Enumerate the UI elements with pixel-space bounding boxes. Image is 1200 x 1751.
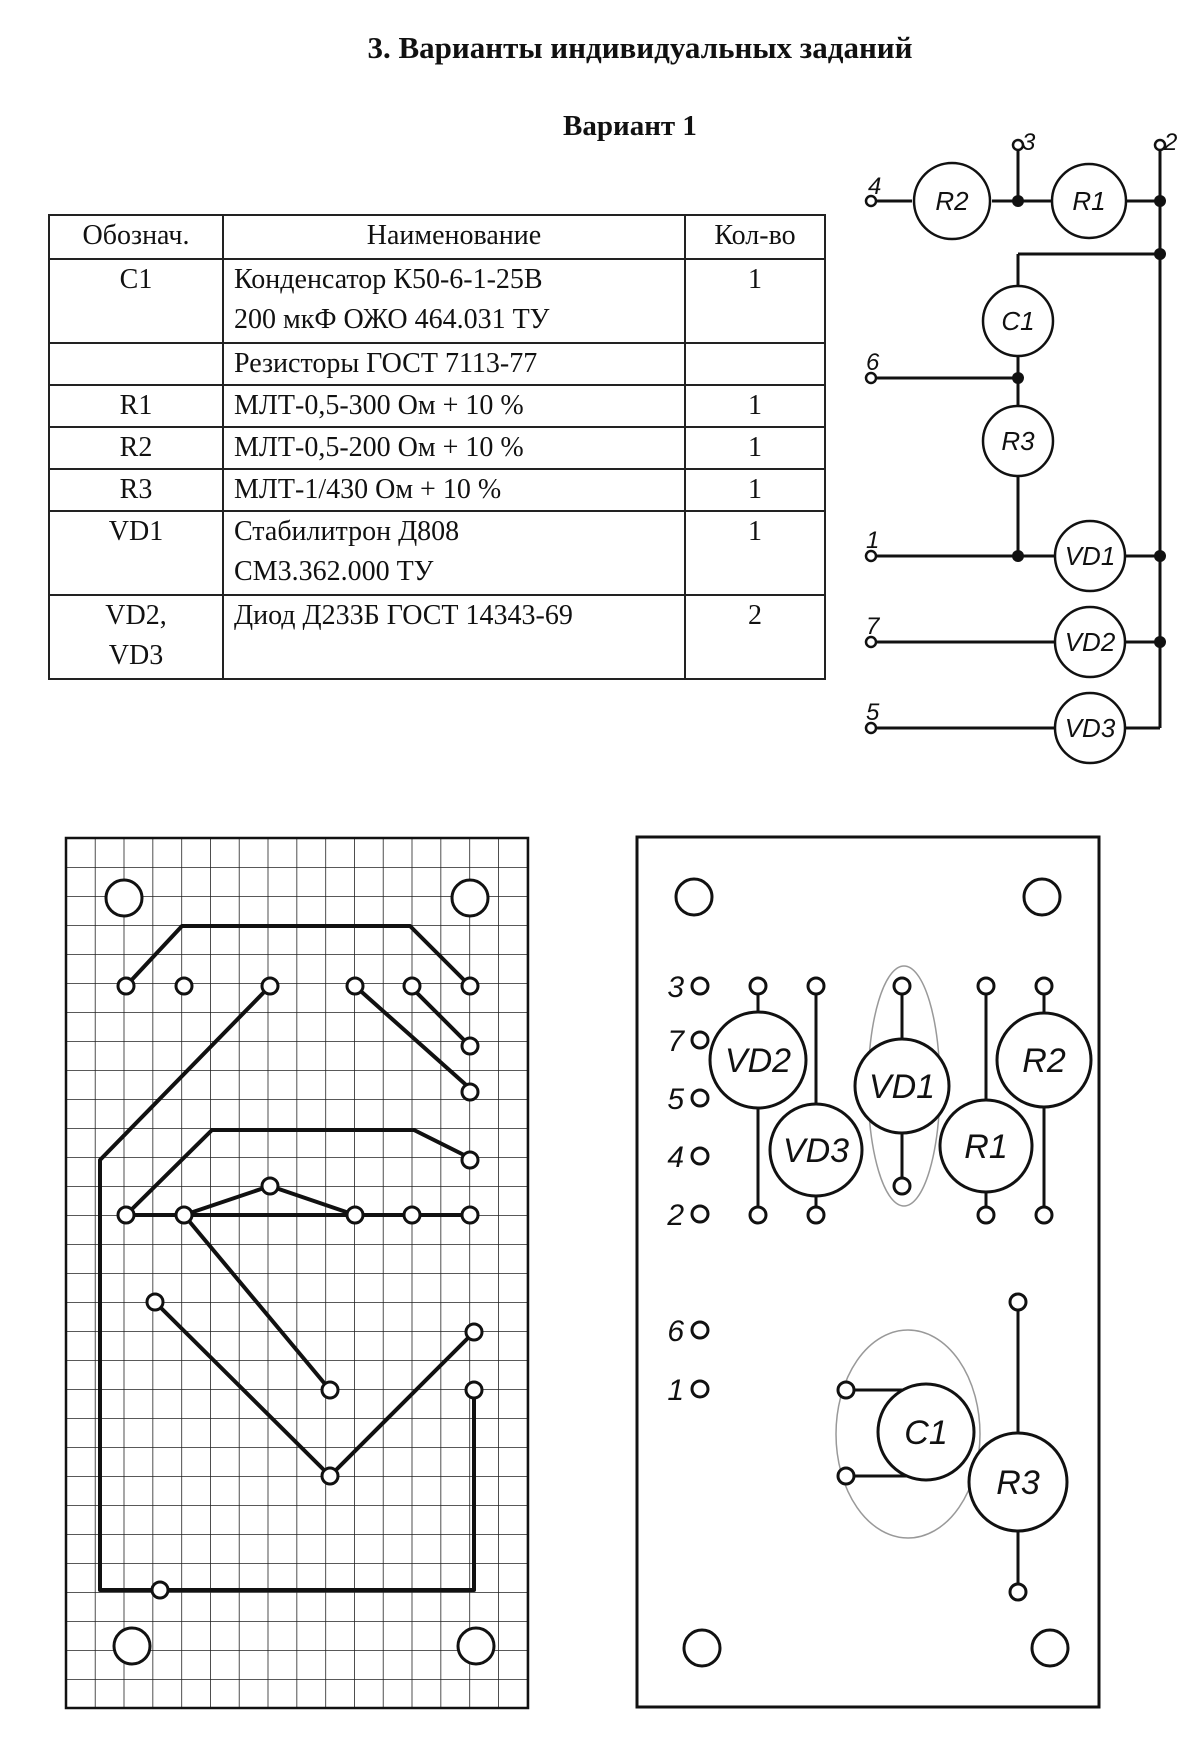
schematic-c1: C1 (1001, 306, 1034, 336)
assembly-vd1: VD1 (869, 1068, 935, 1106)
cell-designation: C1 (48, 258, 224, 344)
schematic-terminal-7: 7 (866, 613, 881, 640)
cell-name: МЛТ-0,5-200 Ом + 10 % (222, 426, 686, 470)
cell-name: Диод Д233Б ГОСТ 14343-69 (222, 594, 686, 680)
cell-designation: R1 (48, 384, 224, 428)
cell-qty: 1 (684, 426, 826, 470)
spec-header-row: Обознач. Наименование Кол-во (48, 214, 826, 260)
assembly-pin-3: 3 (667, 971, 684, 1004)
assembly-pin-6: 6 (667, 1315, 684, 1348)
schematic-vd3: VD3 (1065, 713, 1116, 743)
assembly-r3: R3 (996, 1464, 1040, 1502)
assembly-pin-5: 5 (667, 1083, 684, 1116)
assembly-vd2: VD2 (725, 1042, 791, 1080)
section-title: 3. Варианты индивидуальных заданий (367, 30, 913, 65)
cell-qty: 2 (684, 594, 826, 680)
assembly-pin-2: 2 (666, 1199, 684, 1232)
table-row: R3 МЛТ-1/430 Ом + 10 % 1 (48, 468, 826, 512)
cell-qty: 1 (684, 468, 826, 512)
assembly-vd3: VD3 (783, 1132, 849, 1170)
cell-name: МЛТ-1/430 Ом + 10 % (222, 468, 686, 512)
table-row: VD2,VD3 Диод Д233Б ГОСТ 14343-69 2 (48, 594, 826, 680)
cell-qty: 1 (684, 258, 826, 344)
schematic-r2: R2 (935, 186, 969, 216)
schematic-r1: R1 (1072, 186, 1105, 216)
schematic-vd2: VD2 (1065, 627, 1116, 657)
cell-name: МЛТ-0,5-300 Ом + 10 % (222, 384, 686, 428)
cell-designation: R2 (48, 426, 224, 470)
schematic-vd1: VD1 (1065, 541, 1116, 571)
header-name: Наименование (222, 214, 686, 260)
assembly-pin-7: 7 (667, 1025, 685, 1058)
schematic-terminal-4: 4 (868, 173, 881, 200)
assembly-pin-4: 4 (667, 1141, 684, 1174)
schematic-terminal-5: 5 (866, 699, 880, 726)
cell-qty (684, 342, 826, 386)
pcb-trace-layout (64, 836, 530, 1710)
cell-designation: R3 (48, 468, 224, 512)
assembly-pin-1: 1 (667, 1374, 684, 1407)
schematic-terminal-6: 6 (866, 349, 880, 376)
variant-title: Вариант 1 (563, 110, 697, 142)
cell-designation: VD2,VD3 (48, 594, 224, 680)
pcb-assembly-drawing: 3 7 5 4 2 6 1 VD2 VD3 VD1 R1 R2 C1 R3 (635, 835, 1101, 1709)
spec-table: Обознач. Наименование Кол-во C1 Конденса… (48, 214, 826, 680)
cell-designation (48, 342, 224, 386)
schematic-r3: R3 (1001, 426, 1035, 456)
assembly-r1: R1 (964, 1128, 1007, 1166)
schematic-terminal-2: 2 (1163, 129, 1177, 156)
circuit-schematic: 3 2 4 6 1 7 5 R2 R1 C1 R3 VD1 VD2 VD3 (864, 129, 1177, 765)
table-row: Резисторы ГОСТ 7113-77 (48, 342, 826, 386)
assembly-c1: C1 (904, 1414, 947, 1452)
cell-qty: 1 (684, 510, 826, 596)
table-row: R2 МЛТ-0,5-200 Ом + 10 % 1 (48, 426, 826, 470)
schematic-terminal-1: 1 (866, 527, 879, 554)
header-qty: Кол-во (684, 214, 826, 260)
cell-designation: VD1 (48, 510, 224, 596)
assembly-r2: R2 (1022, 1042, 1066, 1080)
table-row: R1 МЛТ-0,5-300 Ом + 10 % 1 (48, 384, 826, 428)
header-designation: Обознач. (48, 214, 224, 260)
cell-name: Резисторы ГОСТ 7113-77 (222, 342, 686, 386)
cell-qty: 1 (684, 384, 826, 428)
schematic-terminal-3: 3 (1022, 129, 1036, 156)
